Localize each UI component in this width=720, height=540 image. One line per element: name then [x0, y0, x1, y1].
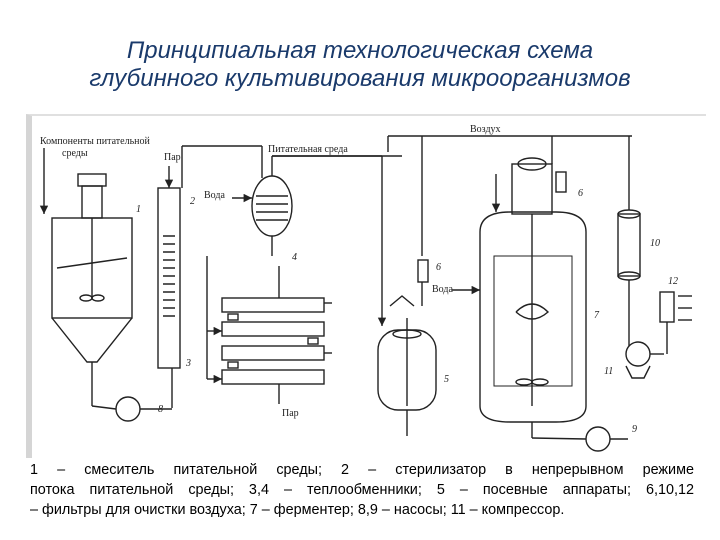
filter-6b — [556, 172, 566, 192]
filter-6a — [418, 260, 428, 282]
seed-apparatus-5 — [378, 296, 436, 410]
label-steam-top: Пар — [164, 152, 181, 163]
caption-line-3: – фильтры для очистки воздуха; 7 – ферме… — [30, 500, 694, 520]
compressor-11 — [626, 342, 650, 366]
filter-12 — [660, 292, 674, 322]
num-2: 2 — [190, 196, 195, 207]
num-3: 3 — [185, 358, 191, 369]
label-water-mid: Вода — [432, 284, 453, 295]
num-4: 4 — [292, 252, 297, 263]
process-flow-diagram: Компоненты питательной среды Пар Вода Пи… — [26, 114, 706, 458]
label-water-top: Вода — [204, 190, 225, 201]
mixer-1 — [52, 174, 132, 362]
process-diagram-svg: Компоненты питательной среды Пар Вода Пи… — [32, 116, 706, 458]
legend-caption: 1 – смеситель питательной среды; 2 – сте… — [30, 460, 694, 520]
num-9: 9 — [632, 424, 637, 435]
sterilizer-2 — [158, 188, 180, 368]
num-12: 12 — [668, 276, 678, 287]
heat-exchangers-3 — [222, 298, 324, 384]
label-components-2: среды — [62, 148, 88, 159]
num-6a: 6 — [436, 262, 441, 273]
pump-9 — [586, 427, 610, 451]
caption-line-1: 1 – смеситель питательной среды; 2 – сте… — [30, 460, 694, 480]
label-nutrient-medium: Питательная среда — [268, 144, 348, 155]
heat-exchanger-4 — [252, 156, 292, 256]
slide-title-line-1: Принципиальная технологическая схема — [0, 36, 720, 66]
num-1: 1 — [136, 204, 141, 215]
num-7: 7 — [594, 310, 600, 321]
label-components: Компоненты питательной — [40, 136, 150, 147]
label-steam-bottom: Пар — [282, 408, 299, 419]
caption-line-2: потока питательной среды; 3,4 – теплообм… — [30, 480, 694, 500]
num-10: 10 — [650, 238, 660, 249]
num-5: 5 — [444, 374, 449, 385]
num-11: 11 — [604, 366, 613, 377]
pump-8 — [116, 397, 140, 421]
num-6b: 6 — [578, 188, 583, 199]
label-air: Воздух — [470, 124, 501, 135]
filter-10 — [618, 210, 640, 280]
num-8: 8 — [158, 404, 163, 415]
slide-title-line-2: глубинного культивирования микроорганизм… — [0, 64, 720, 94]
